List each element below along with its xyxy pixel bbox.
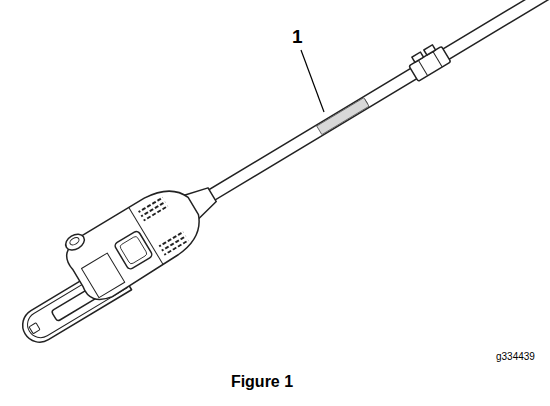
shaft: [205, 0, 550, 202]
clamp-tab: [412, 52, 424, 62]
shaft-decal: [317, 98, 369, 135]
oil-cap: [63, 231, 87, 253]
graphic-id: g334439: [496, 352, 535, 362]
callout-number: 1: [292, 27, 303, 46]
vents: [158, 229, 189, 255]
figure-caption: Figure 1: [231, 374, 293, 390]
vents: [137, 195, 168, 221]
leader-line: [301, 50, 324, 112]
handle-grip: [114, 230, 153, 270]
motor-housing: [60, 179, 212, 308]
